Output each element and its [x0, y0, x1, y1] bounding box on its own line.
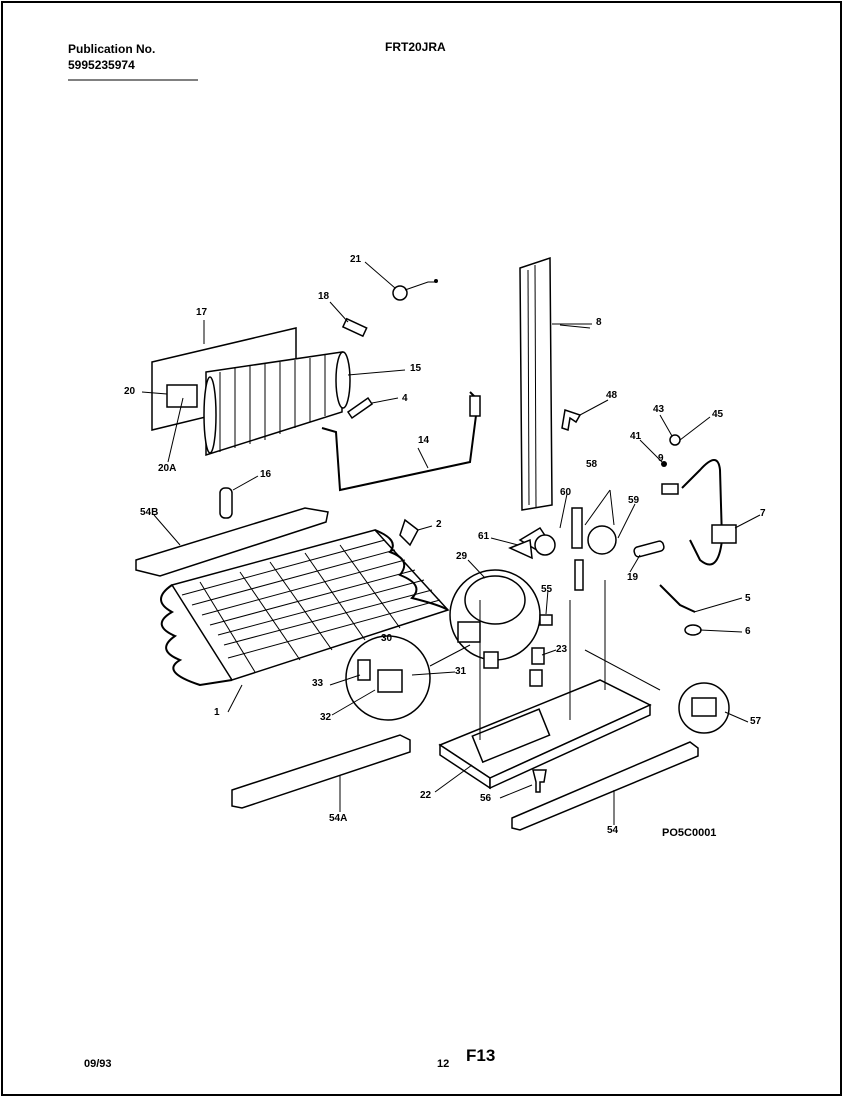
callout-22: 22: [420, 790, 432, 801]
part-29-compressor: [449, 569, 541, 661]
part-16: [219, 487, 233, 519]
part-1-grid: [160, 529, 450, 687]
callout-55: 55: [541, 584, 553, 595]
callout-17: 17: [196, 307, 208, 318]
callout-60: 60: [560, 487, 572, 498]
part-56: [532, 769, 547, 793]
part-7-plug: [711, 524, 737, 544]
callout-57: 57: [750, 716, 762, 727]
callout-19: 19: [627, 572, 639, 583]
callout-32: 32: [320, 712, 332, 723]
part-57-detail: [678, 682, 730, 734]
footer-figure: F13: [466, 1046, 496, 1065]
part-15-coil: [203, 351, 351, 457]
part-4: [346, 396, 374, 420]
callout-15: 15: [410, 363, 422, 374]
part-55: [539, 614, 553, 626]
part-20: [166, 384, 198, 408]
callout-45: 45: [712, 409, 724, 420]
callout-2: 2: [436, 519, 442, 530]
callout-43: 43: [653, 404, 665, 415]
callout-61: 61: [478, 531, 490, 542]
callout-20A: 20A: [158, 463, 177, 474]
callout-58: 58: [586, 459, 598, 470]
callout-54: 54: [607, 825, 619, 836]
publication-number: 5995235974: [68, 58, 135, 72]
callout-23: 23: [556, 644, 568, 655]
part-54A: [231, 734, 411, 809]
callout-31: 31: [455, 666, 467, 677]
callout-56: 56: [480, 793, 492, 804]
callout-33: 33: [312, 678, 324, 689]
callout-18: 18: [318, 291, 330, 302]
part-19: [633, 540, 665, 558]
leader-lines: [141, 261, 761, 825]
detail-circle: [345, 635, 471, 721]
callout-54B: 54B: [140, 507, 159, 518]
diagram-code: PO5C0001: [662, 827, 717, 839]
callout-14: 14: [418, 435, 430, 446]
part-23: [531, 647, 545, 665]
fan-assembly: [508, 489, 617, 591]
callout-20: 20: [124, 386, 136, 397]
part-5: [659, 584, 696, 613]
callout-29: 29: [456, 551, 468, 562]
callout-21: 21: [350, 254, 362, 265]
part-22-base: [438, 580, 661, 790]
callout-59: 59: [628, 495, 640, 506]
part-54B: [135, 507, 329, 577]
page-border: [1, 1, 842, 1096]
callout-6: 6: [745, 626, 751, 637]
callout-5: 5: [745, 593, 751, 604]
part-48: [561, 409, 582, 431]
callout-41: 41: [630, 431, 642, 442]
callout-4: 4: [402, 393, 408, 404]
callout-30: 30: [381, 633, 393, 644]
part-54: [511, 741, 699, 831]
callout-1: 1: [214, 707, 220, 718]
part-21: [392, 279, 438, 301]
part-6: [684, 624, 702, 636]
part-43: [669, 434, 681, 446]
publication-label: Publication No.: [68, 42, 156, 56]
part-7-cord: [681, 459, 724, 566]
callout-9: 9: [658, 453, 664, 464]
callout-8: 8: [596, 317, 602, 328]
callout-48: 48: [606, 390, 618, 401]
footer-page: 12: [437, 1058, 450, 1070]
model-number: FRT20JRA: [385, 40, 446, 54]
part-18: [341, 317, 368, 338]
part-8-channel: [519, 256, 553, 511]
callout-7: 7: [760, 508, 766, 519]
part-2: [399, 518, 419, 547]
footer-date: 09/93: [84, 1058, 112, 1070]
part-9: [661, 461, 667, 467]
callout-16: 16: [260, 469, 272, 480]
callout-54A: 54A: [329, 813, 348, 824]
